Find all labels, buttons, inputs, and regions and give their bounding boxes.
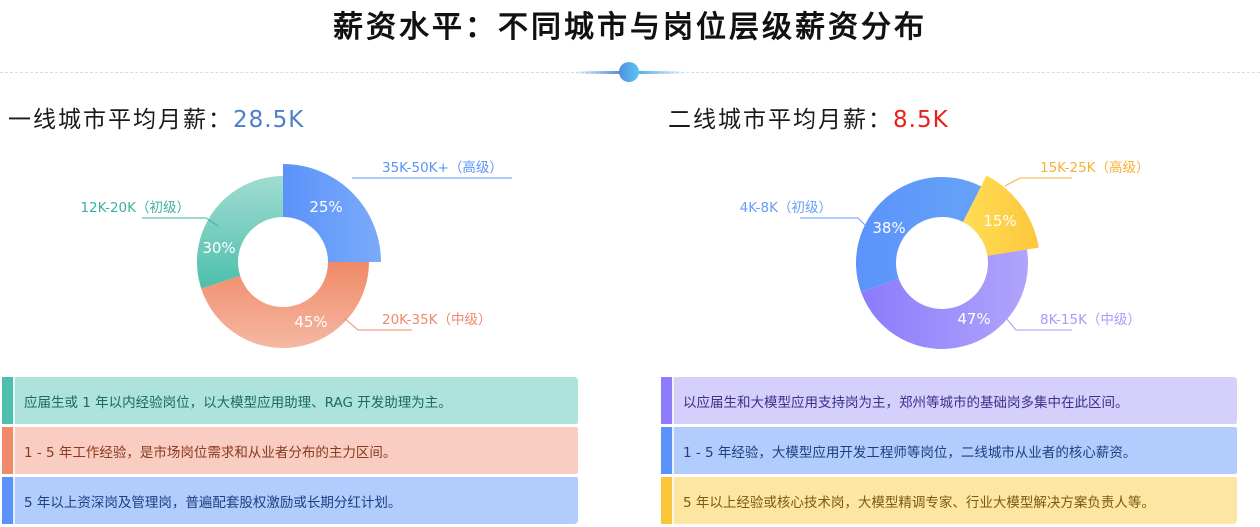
tier1-donut-chart: 25% 35K-50K+（高级） 45% 20K-35K（中级） 30% 12K-20K（…	[80, 159, 512, 348]
description-text: 5 年以上经验或核心技术岗，大模型精调专家、行业大模型解决方案负责人等。	[683, 494, 1155, 511]
row-separator	[672, 427, 674, 474]
donut-charts: 25% 35K-50K+（高级） 45% 20K-35K（中级） 30% 12K-20K（…	[80, 159, 1150, 349]
description-row: 5 年以上经验或核心技术岗，大模型精调专家、行业大模型解决方案负责人等。	[661, 477, 1237, 524]
donut-slice[interactable]	[283, 164, 381, 262]
tier2-salary-label: 二线城市平均月薪：	[668, 107, 893, 133]
donut-hole	[238, 217, 328, 307]
tier2-description-panel: 以应届生和大模型应用支持岗为主，郑州等城市的基础岗多集中在此区间。 1 - 5 …	[661, 377, 1237, 527]
leader-line	[800, 217, 867, 227]
slice-percent-label: 45%	[294, 313, 327, 331]
description-row: 应届生或 1 年以内经验岗位，以大模型应用助理、RAG 开发助理为主。	[2, 377, 578, 424]
donut-slice[interactable]	[196, 176, 283, 289]
leader-line	[343, 317, 412, 331]
slice-category-label: 4K-8K（初级）	[740, 199, 832, 216]
row-color-bar	[2, 377, 13, 424]
divider-dot	[619, 62, 639, 82]
description-row: 1 - 5 年工作经验，是市场岗位需求和从业者分布的主力区间。	[2, 427, 578, 474]
row-separator	[672, 477, 674, 524]
description-row: 5 年以上资深岗及管理岗，普遍配套股权激励或长期分红计划。	[2, 477, 578, 524]
row-separator	[13, 377, 15, 424]
leader-line	[1005, 317, 1072, 331]
row-color-bar	[2, 427, 13, 474]
tier2-salary-value: 8.5K	[893, 107, 949, 133]
description-text: 5 年以上资深岗及管理岗，普遍配套股权激励或长期分红计划。	[24, 494, 402, 511]
tier2-average-salary: 二线城市平均月薪：8.5K	[668, 100, 949, 134]
description-text: 应届生或 1 年以内经验岗位，以大模型应用助理、RAG 开发助理为主。	[24, 394, 452, 411]
leader-line	[1004, 177, 1072, 187]
donut-slice[interactable]	[855, 176, 982, 293]
donut-slice[interactable]	[962, 175, 1039, 256]
description-text: 1 - 5 年经验，大模型应用开发工程师等岗位，二线城市从业者的核心薪资。	[683, 444, 1137, 461]
slice-category-label: 35K-50K+（高级）	[382, 159, 503, 176]
description-text: 以应届生和大模型应用支持岗为主，郑州等城市的基础岗多集中在此区间。	[683, 394, 1129, 411]
description-row: 1 - 5 年经验，大模型应用开发工程师等岗位，二线城市从业者的核心薪资。	[661, 427, 1237, 474]
slice-percent-label: 30%	[202, 239, 235, 257]
slice-percent-label: 15%	[983, 212, 1016, 230]
slice-percent-label: 47%	[957, 310, 990, 328]
description-text: 1 - 5 年工作经验，是市场岗位需求和从业者分布的主力区间。	[24, 444, 397, 461]
tier1-average-salary: 一线城市平均月薪：28.5K	[8, 100, 304, 134]
row-separator	[13, 477, 15, 524]
slice-category-label: 8K-15K（中级）	[1040, 312, 1141, 328]
slice-category-label: 20K-35K（中级）	[382, 312, 492, 328]
tier1-description-panel: 应届生或 1 年以内经验岗位，以大模型应用助理、RAG 开发助理为主。 1 - …	[2, 377, 578, 527]
slice-category-label: 12K-20K（初级）	[80, 199, 190, 216]
description-row: 以应届生和大模型应用支持岗为主，郑州等城市的基础岗多集中在此区间。	[661, 377, 1237, 424]
page-title: 薪资水平：不同城市与岗位层级薪资分布	[333, 10, 927, 45]
slice-percent-label: 25%	[309, 198, 342, 216]
row-color-bar	[661, 427, 672, 474]
row-separator	[672, 377, 674, 424]
tier2-donut-chart: 15% 15K-25K（高级） 47% 8K-15K（中级） 38% 4K-8K（初级）	[740, 159, 1150, 349]
row-color-bar	[2, 477, 13, 524]
leader-line	[142, 217, 219, 227]
row-color-bar	[661, 377, 672, 424]
row-separator	[13, 427, 15, 474]
donut-slice[interactable]	[201, 262, 369, 348]
slice-category-label: 15K-25K（高级）	[1040, 159, 1150, 176]
slice-percent-label: 38%	[872, 219, 905, 237]
donut-hole	[896, 217, 988, 309]
tier1-salary-label: 一线城市平均月薪：	[8, 107, 233, 133]
tier1-salary-value: 28.5K	[233, 107, 305, 133]
row-color-bar	[661, 477, 672, 524]
donut-slice[interactable]	[861, 249, 1028, 349]
